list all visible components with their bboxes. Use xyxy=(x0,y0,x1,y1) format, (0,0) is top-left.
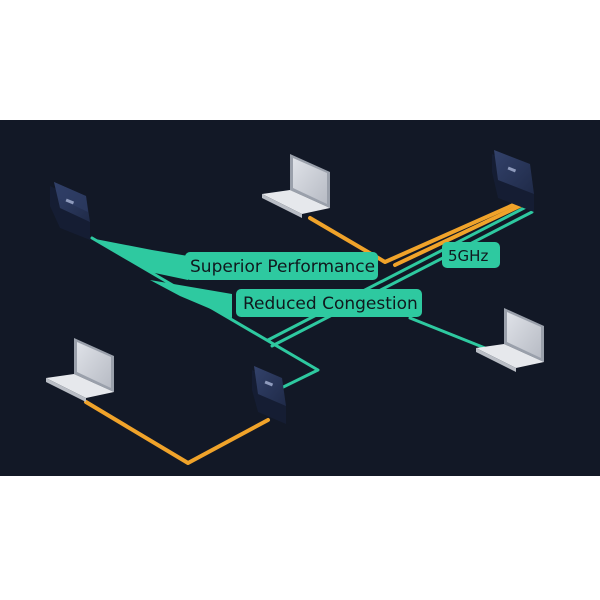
wireless-link xyxy=(266,204,530,342)
laptop-icon xyxy=(46,338,114,402)
laptop-icon xyxy=(262,154,330,218)
wireless-link xyxy=(270,210,534,348)
wired-link xyxy=(308,200,522,264)
wired-link xyxy=(84,400,270,465)
label-reduced-congestion: Reduced Congestion xyxy=(236,289,422,317)
label-5ghz: 5GHz xyxy=(442,242,500,268)
network-diagram: Superior Performance Reduced Congestion … xyxy=(0,120,600,476)
label-text: Superior Performance xyxy=(190,257,375,277)
laptop-icon xyxy=(476,308,544,372)
wireless-link xyxy=(90,236,320,397)
label-text: 5GHz xyxy=(448,247,488,265)
diagram-canvas: Superior Performance Reduced Congestion … xyxy=(0,120,600,476)
access-point-icon xyxy=(50,182,90,240)
wireless-link xyxy=(408,316,492,352)
performance-beam xyxy=(90,238,188,280)
wired-link xyxy=(393,202,526,267)
label-superior-performance: Superior Performance xyxy=(185,252,378,280)
label-text: Reduced Congestion xyxy=(243,294,418,314)
congestion-beam xyxy=(150,280,232,318)
access-point-icon xyxy=(492,150,534,212)
access-point-icon xyxy=(252,366,286,424)
